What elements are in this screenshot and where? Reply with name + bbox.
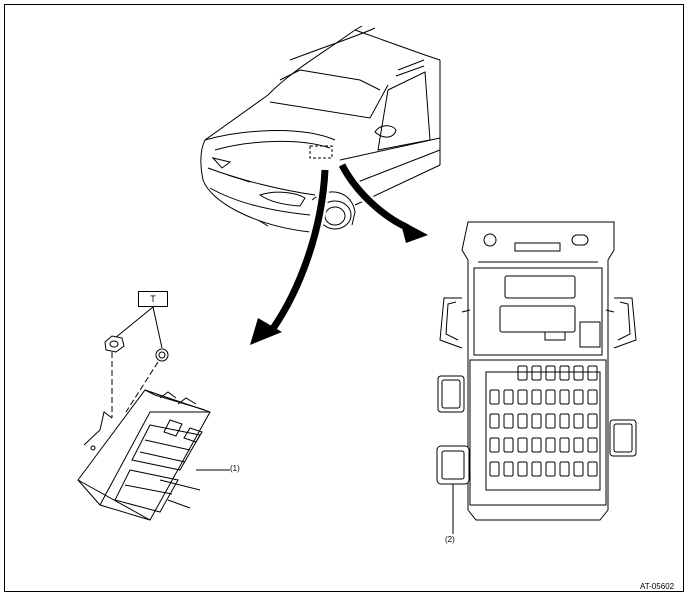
bolt-left [104,335,125,353]
figure-id: AT-05602 [640,582,675,591]
fuse-slot [517,461,528,477]
fuse-slot [545,413,556,429]
fuse-slot [545,389,556,405]
fuse-slot [503,389,514,405]
callout-1-label: (1) [230,464,240,473]
fuse-slot [587,389,598,405]
control-module [77,306,230,521]
arrow-to-module [250,169,331,345]
nut-right [155,348,169,362]
fuse-slot [545,437,556,453]
fuse-slot [531,437,542,453]
fuse-slot [489,413,500,429]
arrow-to-fusebox [336,162,428,243]
fuse-slot [517,389,528,405]
fuse-slot [489,389,500,405]
fuse-slot [573,461,584,477]
torque-label-box: T [138,291,168,307]
fuse-slot [545,461,556,477]
fuse-slot [587,437,598,453]
fuse-slot [531,365,542,381]
fuse-slot [517,365,528,381]
fuse-slot [545,365,556,381]
car-illustration [200,25,441,233]
fuse-slot [531,389,542,405]
fuse-slot [573,413,584,429]
fuse-slot [573,437,584,453]
fuse-slot [587,413,598,429]
fuse-slot [503,461,514,477]
fuse-slot [573,365,584,381]
fuse-box [436,221,637,534]
fuse-slot [559,365,570,381]
fuse-slot [559,389,570,405]
fuse-slot [559,413,570,429]
fuse-slot [587,461,598,477]
fuse-slot [503,413,514,429]
callout-2-label: (2) [445,535,455,544]
fuse-slot [517,413,528,429]
fuse-slot [559,461,570,477]
fuse-slot [531,461,542,477]
fuse-rows [489,365,598,477]
fuse-slot [503,437,514,453]
fuse-slot [559,437,570,453]
fuse-slot [517,437,528,453]
fuse-slot [489,437,500,453]
fuse-slot [587,365,598,381]
fuse-slot [531,413,542,429]
diagram-frame [4,4,684,592]
fuse-slot [489,461,500,477]
fuse-slot [573,389,584,405]
